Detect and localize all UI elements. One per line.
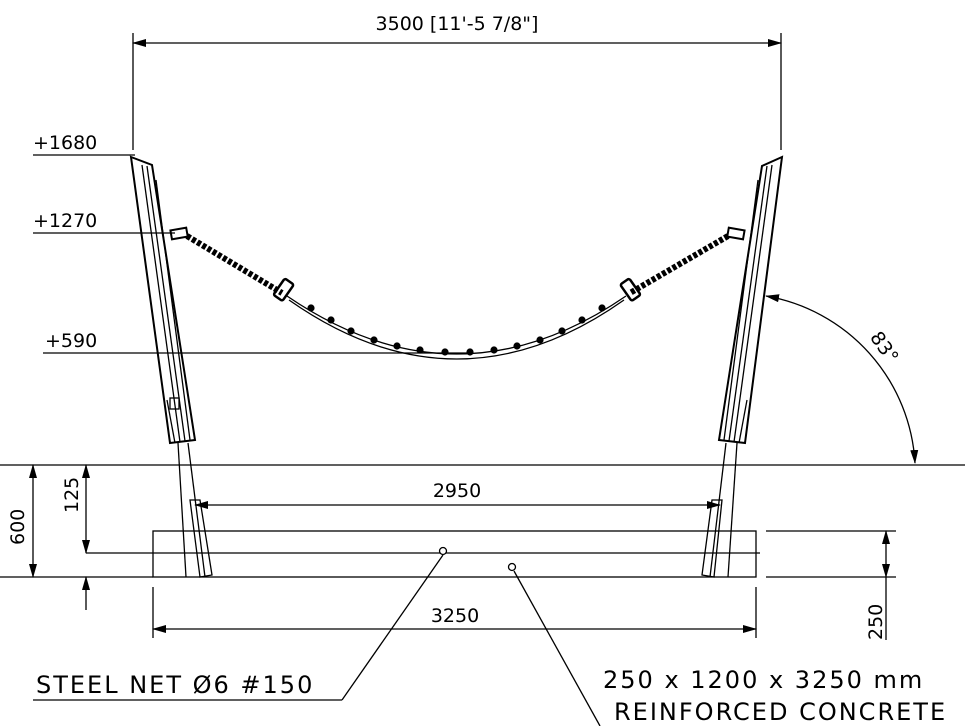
steel-net-point (438, 546, 448, 556)
left-post-bracket (169, 397, 180, 410)
slab-size-label: 250 x 1200 x 3250 mm (603, 666, 924, 694)
concrete-point (507, 562, 517, 572)
slab-thickness-label: 250 (865, 604, 887, 640)
depth-label: 600 (7, 509, 29, 545)
offset-dimension: 125 (61, 464, 90, 610)
overall-width-label: 3500 [11'-5 7/8"] (376, 13, 539, 35)
chain (169, 226, 746, 360)
steel-net-callout: STEEL NET Ø6 #150 (33, 554, 444, 701)
offset-label: 125 (61, 477, 83, 513)
angle-dimension: 83° (765, 294, 919, 464)
right-post (701, 155, 784, 578)
depth-dimension: 600 (0, 464, 153, 578)
overall-width-dimension: 3500 [11'-5 7/8"] (132, 13, 782, 150)
post-spacing-dimension: 2950 (194, 480, 721, 509)
level-chain-low-label: +590 (45, 330, 97, 352)
post-spacing-label: 2950 (433, 480, 481, 502)
level-markers: +1680 +1270 +590 (33, 132, 470, 354)
foundation-slab (86, 530, 760, 578)
material-label: REINFORCED CONCRETE (614, 698, 947, 726)
steel-net-label: STEEL NET Ø6 #150 (36, 671, 314, 699)
level-top-label: +1680 (33, 132, 97, 154)
foundation-length-dimension: 3250 (152, 587, 757, 638)
level-chain-attach-label: +1270 (33, 210, 97, 232)
slab-thickness-dimension: 250 (766, 530, 896, 640)
foundation-length-label: 3250 (431, 605, 479, 627)
angle-label: 83° (865, 327, 902, 367)
concrete-callout: 250 x 1200 x 3250 mm REINFORCED CONCRETE (513, 570, 947, 726)
left-post (129, 155, 213, 578)
